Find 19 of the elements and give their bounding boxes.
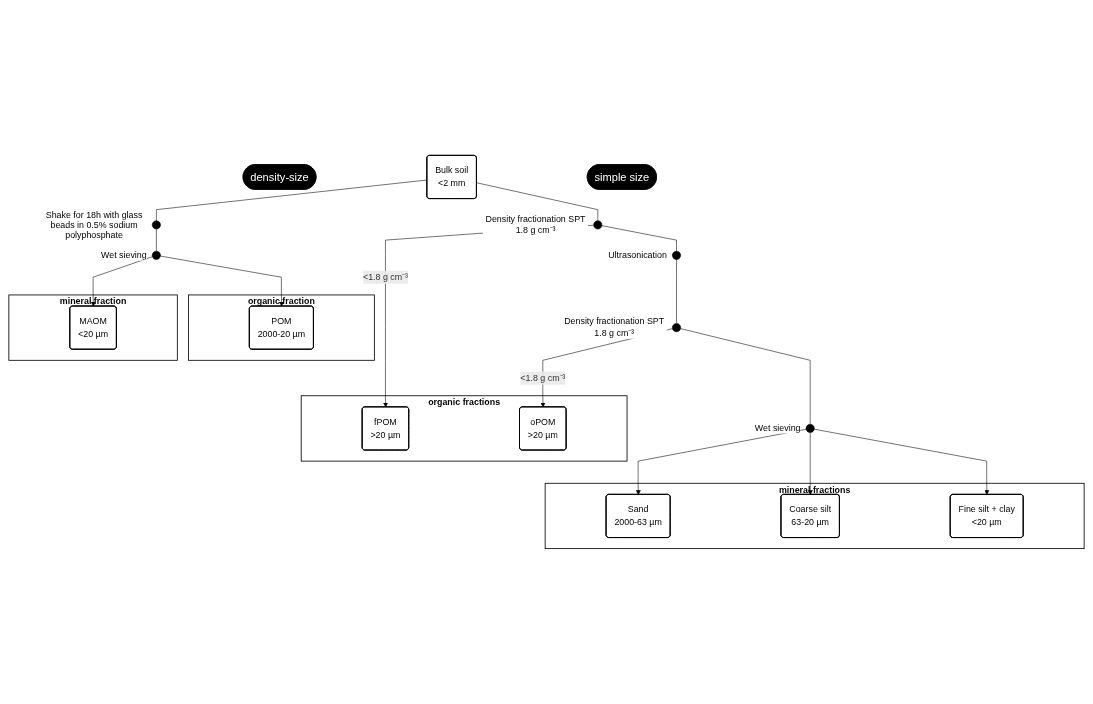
connector (476, 182, 599, 221)
step-label: Density fractionation SPT 1.8 g cm⁻³ (482, 213, 589, 236)
edge-label: <1.8 g cm⁻³ (362, 272, 408, 282)
step-label: Density fractionation SPT 1.8 g cm⁻³ (561, 316, 667, 339)
step-label: Ultrasonication (608, 250, 667, 261)
node-circle (672, 323, 681, 333)
node-circle (151, 220, 161, 230)
step-label: Wet sieving (754, 423, 801, 434)
edge-label: <1.8 g cm⁻³ (520, 373, 566, 383)
connector (601, 225, 677, 252)
connector (676, 259, 677, 324)
node-circle (151, 250, 161, 260)
connector (156, 228, 157, 252)
connector (680, 328, 811, 425)
node-circle (593, 220, 603, 230)
connector (156, 179, 428, 221)
node-circle (672, 250, 681, 260)
step-label: Wet sieving (101, 250, 147, 261)
node-circle (805, 424, 815, 433)
